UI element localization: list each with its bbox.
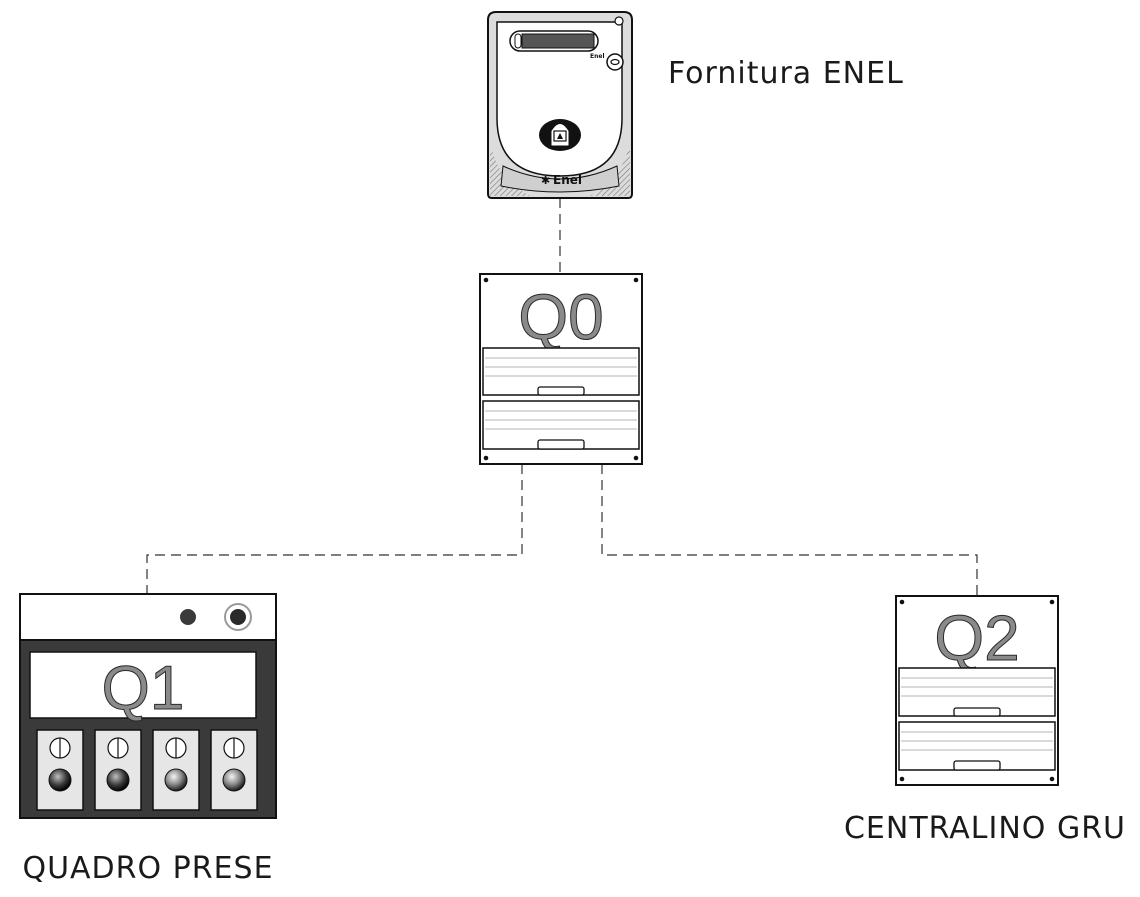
- meter-led-icon: [614, 16, 624, 26]
- meter-label: Fornitura ENEL: [668, 56, 904, 91]
- connection-lines: [146, 198, 978, 596]
- q0-panel: Q0: [479, 273, 643, 465]
- q0-label: Q0: [518, 281, 603, 353]
- q1-label: Q1: [102, 654, 185, 723]
- q1-socket-1: [36, 729, 84, 811]
- q1-socket-2: [94, 729, 142, 811]
- q1-socket-3: [152, 729, 200, 811]
- line-q0-to-q1: [146, 464, 523, 594]
- q0-module-row-2: [482, 400, 640, 450]
- line-q0-to-q2: [601, 464, 978, 596]
- q1-indicator-light: [180, 609, 196, 625]
- q1-socket-4: [210, 729, 258, 811]
- meter-brand: Enel: [553, 173, 582, 187]
- q2-module-row-1: [898, 667, 1056, 717]
- q1-caption: QUADRO PRESE: [22, 851, 273, 886]
- q2-panel: Q2: [895, 595, 1059, 786]
- q2-label: Q2: [934, 602, 1019, 674]
- meter-brand-mark-icon: ✱: [541, 174, 550, 187]
- q2-module-row-2: [898, 721, 1056, 771]
- meter-display-brand: Enel: [590, 53, 605, 60]
- q0-module-row-1: [482, 347, 640, 396]
- electric-meter-icon: Enel Enel ✱: [487, 11, 633, 199]
- q2-caption: CENTRALINO GRU: [844, 811, 1126, 846]
- socket-panel-icon: Q1: [19, 593, 277, 819]
